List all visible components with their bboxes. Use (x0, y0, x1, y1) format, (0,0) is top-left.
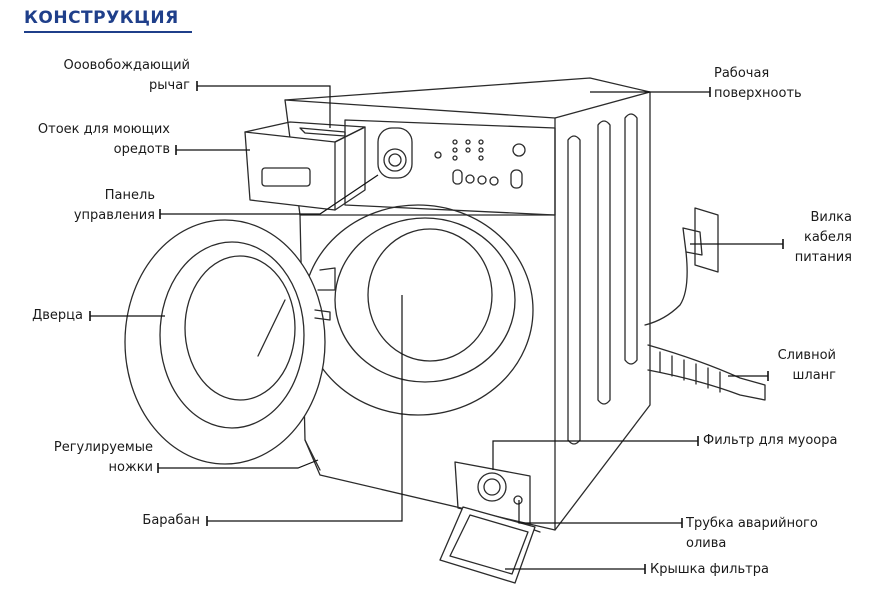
label-work-surface-line2: поверхноoть (714, 86, 802, 101)
leader-feet (158, 459, 319, 469)
label-detergent-drawer-line2: оредотв (113, 142, 170, 157)
label-work-surface-line1: Рабочая (714, 66, 770, 81)
door (124, 219, 336, 465)
label-control-panel-line2: управления (73, 208, 155, 223)
label-drain-hose: Сливной шланг (760, 346, 836, 386)
leader-filter (492, 440, 698, 470)
label-detergent-drawer-line1: Отоек для моющих (37, 122, 170, 137)
plug-socket (644, 207, 719, 326)
control-panel-area (344, 119, 556, 216)
label-door-line1: Дверца (32, 308, 83, 323)
label-debris-filter: Фильтр для муоора (703, 431, 837, 451)
label-emergency-drain-tube-line1: Трубка аварийного (686, 516, 818, 531)
diagram-title: КОНСТРУКЦИЯ (24, 8, 179, 28)
label-control-panel: Панель управления (30, 186, 155, 226)
detergent-drawer (244, 121, 366, 211)
drain-hose (647, 344, 766, 401)
leader-control-panel (160, 174, 379, 215)
label-release-lever-line1: Ооовобождающий (63, 58, 190, 73)
label-adjustable-feet-line1: Регулируемые (53, 440, 153, 455)
label-emergency-drain-tube: Трубка аварийного олива (686, 514, 818, 554)
label-adjustable-feet-line2: ножки (108, 460, 153, 475)
label-drain-hose-line2: шланг (792, 368, 836, 383)
title-underline (24, 31, 192, 33)
label-drum: Барабан (100, 511, 200, 531)
label-debris-filter-line1: Фильтр для муоора (703, 433, 838, 448)
label-drum-line1: Барабан (142, 513, 200, 528)
leader-release-lever (197, 85, 331, 128)
label-drain-hose-line1: Сливной (777, 348, 836, 363)
machine-body (284, 77, 651, 531)
label-release-lever: Ооовобождающий рычаг (40, 56, 190, 96)
label-filter-cover-line1: Крышка фильтра (650, 562, 769, 577)
label-power-plug-line3: питания (794, 250, 852, 265)
label-filter-cover: Крышка фильтра (650, 560, 769, 580)
label-power-plug-line1: Вилка (810, 210, 853, 225)
label-detergent-drawer: Отоек для моющих оредотв (10, 120, 170, 160)
label-control-panel-line1: Панель (104, 188, 155, 203)
label-work-surface: Рабочая поверхноoть (714, 64, 802, 104)
leader-drain-tube (518, 500, 682, 524)
label-adjustable-feet: Регулируемые ножки (20, 438, 153, 478)
label-power-plug-line2: кабеля (804, 230, 852, 245)
label-door: Дверца (10, 306, 83, 326)
filter-cover (439, 506, 536, 584)
label-power-plug: Вилка кабеля питания (770, 208, 852, 268)
label-emergency-drain-tube-line2: олива (686, 536, 727, 551)
label-release-lever-line2: рычаг (149, 78, 190, 93)
leader-drum (207, 295, 403, 522)
